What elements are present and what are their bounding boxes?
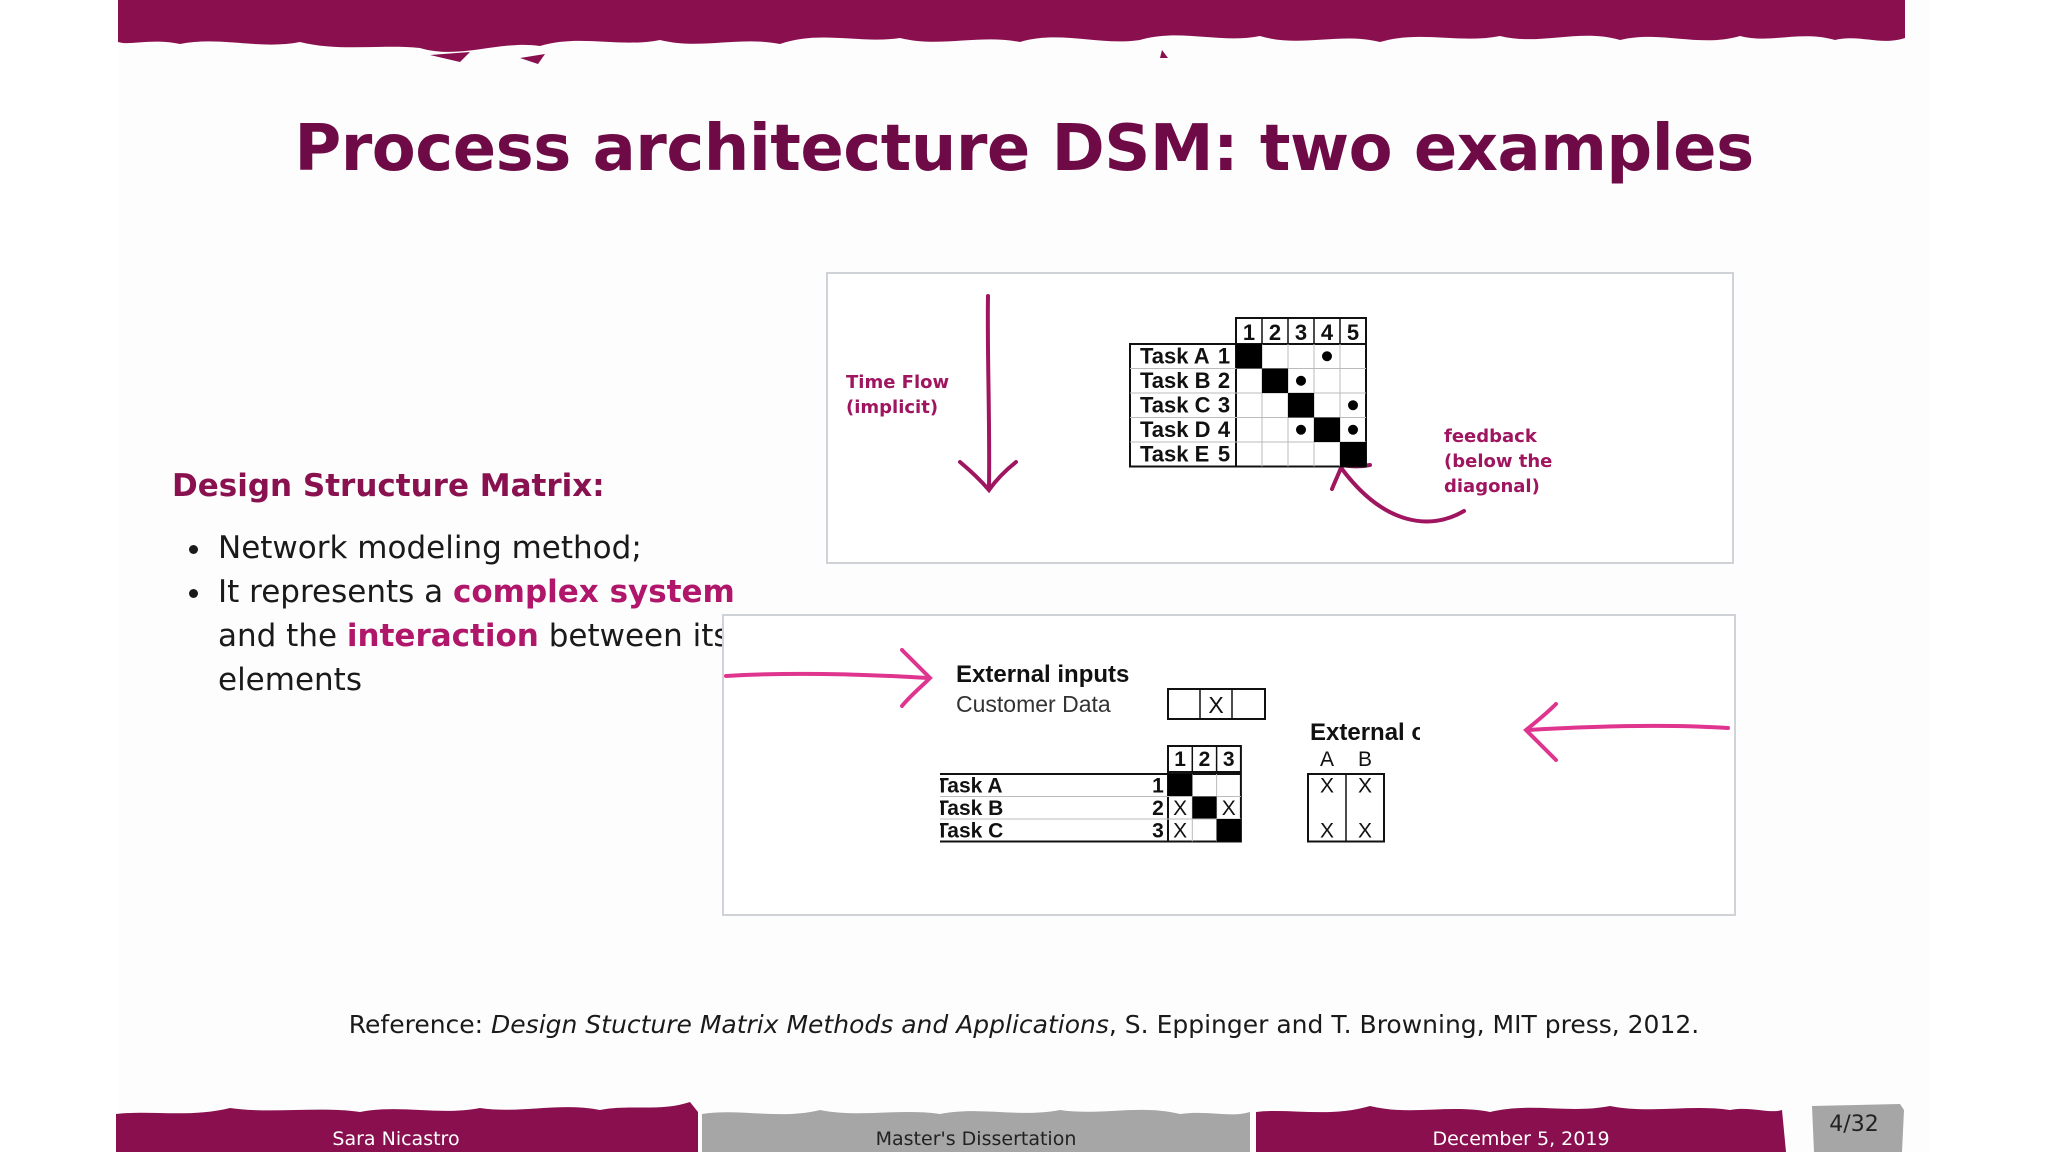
column-label: 4 bbox=[1321, 320, 1334, 345]
bullet-list: Network modeling method; It represents a… bbox=[178, 526, 754, 702]
diagonal-cell bbox=[1236, 344, 1262, 369]
diagonal-cell bbox=[1192, 796, 1217, 819]
footer-date-bar bbox=[1256, 1106, 1786, 1152]
bullet-text: Network modeling method; bbox=[218, 530, 642, 566]
diagonal-cell bbox=[1262, 368, 1288, 393]
dependency-mark: X bbox=[1222, 797, 1236, 820]
input-arrow-icon bbox=[724, 648, 933, 708]
row-number-label: 3 bbox=[1152, 820, 1164, 843]
time-flow-line: Time Flow bbox=[846, 372, 950, 393]
external-outputs-label: External outputs bbox=[1310, 719, 1420, 746]
row-task-label: Task A bbox=[1140, 344, 1210, 369]
output-arrow-icon bbox=[1523, 702, 1730, 762]
row-number-label: 3 bbox=[1218, 393, 1230, 418]
footer-thesis-bar bbox=[702, 1109, 1250, 1152]
slide-background bbox=[118, 0, 1930, 1152]
row-task-label: Task C bbox=[1140, 393, 1211, 418]
time-flow-label: Time Flow (implicit) bbox=[846, 370, 949, 420]
top-banner bbox=[118, 0, 1905, 64]
row-task-label: Task E bbox=[1140, 442, 1209, 467]
footer-author: Sara Nicastro bbox=[332, 1128, 460, 1150]
column-label: 5 bbox=[1347, 320, 1359, 345]
dependency-dot bbox=[1348, 424, 1358, 435]
diagonal-cell bbox=[1288, 393, 1314, 418]
reference-prefix: Reference: bbox=[348, 1010, 492, 1039]
reference-line: Reference: Design Stucture Matrix Method… bbox=[0, 1010, 2048, 1039]
diagonal-cell bbox=[1168, 774, 1193, 797]
customer-data-mark: X bbox=[1208, 692, 1223, 718]
column-label: 1 bbox=[1243, 320, 1255, 345]
customer-data-label: Customer Data bbox=[956, 691, 1111, 717]
column-header-box bbox=[1167, 745, 1242, 773]
feedback-line: (below the bbox=[1444, 451, 1553, 472]
row-number-label: 4 bbox=[1218, 417, 1231, 442]
dependency-mark: X bbox=[1173, 820, 1187, 843]
bullet-item: It represents a complex system and the i… bbox=[214, 570, 754, 702]
output-mark: X bbox=[1320, 775, 1334, 798]
page-number: 4/32 bbox=[1829, 1112, 1879, 1137]
row-label-box bbox=[940, 773, 1169, 843]
row-label-box bbox=[1129, 343, 1237, 468]
row-number-label: 2 bbox=[1152, 797, 1164, 820]
output-mark: X bbox=[1358, 775, 1372, 798]
dependency-dot bbox=[1296, 375, 1306, 386]
bullet-text: It represents a bbox=[218, 574, 453, 610]
time-flow-line: (implicit) bbox=[846, 397, 939, 418]
highlight-complex-system: complex system bbox=[452, 574, 735, 610]
customer-data-row bbox=[1167, 688, 1266, 720]
column-label: 2 bbox=[1269, 320, 1281, 345]
row-task-label: Task D bbox=[1140, 417, 1211, 442]
footer-author-bar bbox=[116, 1102, 698, 1152]
row-number-label: 1 bbox=[1218, 344, 1230, 369]
feedback-label: feedback (below the diagonal) bbox=[1444, 424, 1552, 499]
output-column-label: A bbox=[1320, 748, 1334, 771]
row-number-label: 5 bbox=[1218, 442, 1230, 467]
row-task-label: Task C bbox=[940, 820, 1003, 843]
dependency-dot bbox=[1322, 351, 1332, 362]
diagonal-cell bbox=[1314, 417, 1340, 442]
bullet-text: between its elements bbox=[218, 618, 730, 698]
slide-title: Process architecture DSM: two examples bbox=[294, 112, 1754, 186]
output-mark: X bbox=[1320, 820, 1334, 843]
row-number-label: 1 bbox=[1152, 775, 1164, 798]
section-heading: Design Structure Matrix: bbox=[172, 468, 605, 504]
reference-suffix: , S. Eppinger and T. Browning, MIT press… bbox=[1108, 1010, 1700, 1039]
reference-title: Design Stucture Matrix Methods and Appli… bbox=[491, 1010, 1109, 1039]
column-label: 1 bbox=[1174, 748, 1186, 771]
row-task-label: Task B bbox=[940, 797, 1003, 820]
output-column-label: B bbox=[1358, 748, 1372, 771]
dependency-dot bbox=[1348, 400, 1358, 411]
highlight-interaction: interaction bbox=[346, 618, 539, 654]
feedback-line: diagonal) bbox=[1444, 476, 1540, 497]
diagonal-cell bbox=[1340, 442, 1366, 467]
row-number-label: 2 bbox=[1218, 368, 1230, 393]
time-flow-arrow-icon bbox=[958, 294, 1018, 494]
footer-bars bbox=[116, 1102, 1904, 1152]
dependency-dot bbox=[1296, 424, 1306, 435]
row-task-label: Task A bbox=[940, 775, 1003, 798]
column-label: 3 bbox=[1295, 320, 1307, 345]
output-mark: X bbox=[1358, 820, 1372, 843]
column-label: 3 bbox=[1223, 748, 1235, 771]
bullet-item: Network modeling method; bbox=[214, 526, 754, 570]
bullet-text: and the bbox=[218, 618, 347, 654]
footer-thesis: Master's Dissertation bbox=[875, 1128, 1077, 1150]
column-label: 2 bbox=[1199, 748, 1211, 771]
footer-page-box bbox=[1812, 1104, 1904, 1152]
diagonal-cell bbox=[1216, 819, 1241, 842]
row-task-label: Task B bbox=[1140, 368, 1211, 393]
external-inputs-label: External inputs bbox=[956, 661, 1129, 688]
feedback-line: feedback bbox=[1444, 426, 1537, 447]
footer-date: December 5, 2019 bbox=[1432, 1128, 1610, 1150]
dependency-mark: X bbox=[1173, 797, 1187, 820]
dsm-matrix-2: External inputs Customer Data X External… bbox=[940, 661, 1420, 843]
